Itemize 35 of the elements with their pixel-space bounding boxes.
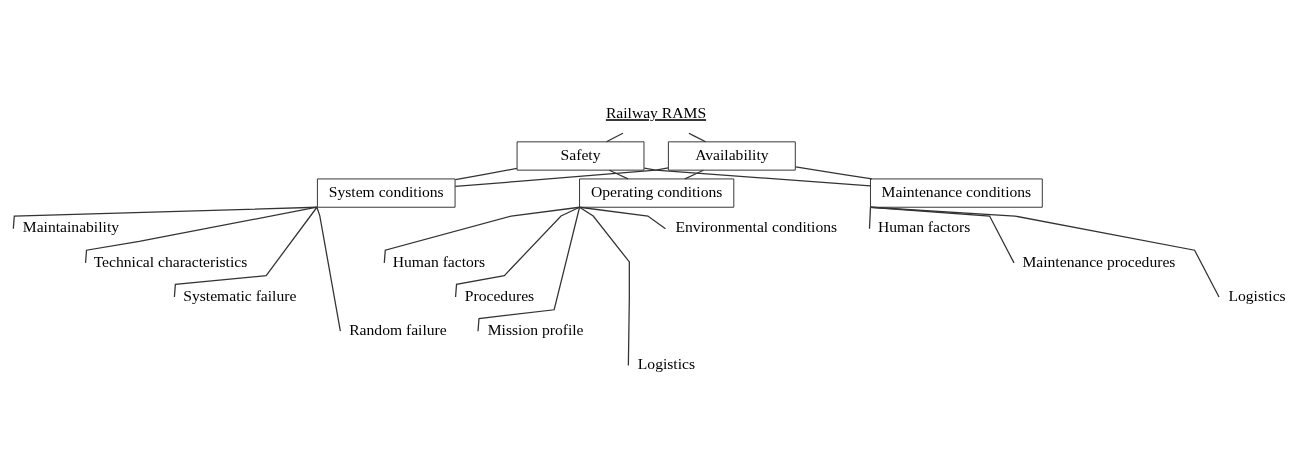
connector bbox=[578, 206, 667, 229]
connector bbox=[684, 169, 705, 180]
node-text: Railway RAMS bbox=[605, 103, 707, 121]
node-box: Safety bbox=[516, 140, 645, 171]
connector bbox=[869, 206, 1015, 264]
connector bbox=[84, 206, 318, 264]
connector bbox=[477, 206, 581, 332]
node-text: Human factors bbox=[878, 217, 971, 235]
connector bbox=[605, 132, 624, 142]
node-text: Random failure bbox=[349, 320, 447, 338]
connector bbox=[608, 169, 629, 180]
connector bbox=[869, 206, 1220, 298]
connector bbox=[868, 206, 872, 229]
node-text: Technical characteristics bbox=[93, 252, 248, 270]
node-text: Logistics bbox=[1228, 286, 1286, 304]
connector bbox=[643, 167, 871, 186]
node-text: Maintenance procedures bbox=[1022, 252, 1176, 270]
connector bbox=[454, 167, 518, 180]
node-text: Mission profile bbox=[487, 320, 584, 338]
node-text: Maintainability bbox=[22, 217, 120, 235]
node-box: Maintenance conditions bbox=[870, 177, 1043, 208]
connector bbox=[316, 206, 341, 332]
connector bbox=[454, 166, 669, 187]
node-text: Systematic failure bbox=[183, 286, 297, 304]
node-box: Availability bbox=[667, 140, 796, 171]
node-text: Environmental conditions bbox=[675, 217, 838, 235]
connector bbox=[454, 206, 581, 298]
node-box: System conditions bbox=[316, 177, 456, 208]
node-text: Procedures bbox=[464, 286, 535, 304]
node-text: Human factors bbox=[392, 252, 486, 270]
node-box: Operating conditions bbox=[579, 177, 735, 208]
connector bbox=[688, 132, 707, 142]
node-text: Logistics bbox=[637, 354, 696, 372]
connector bbox=[578, 206, 630, 366]
connector bbox=[794, 165, 873, 180]
